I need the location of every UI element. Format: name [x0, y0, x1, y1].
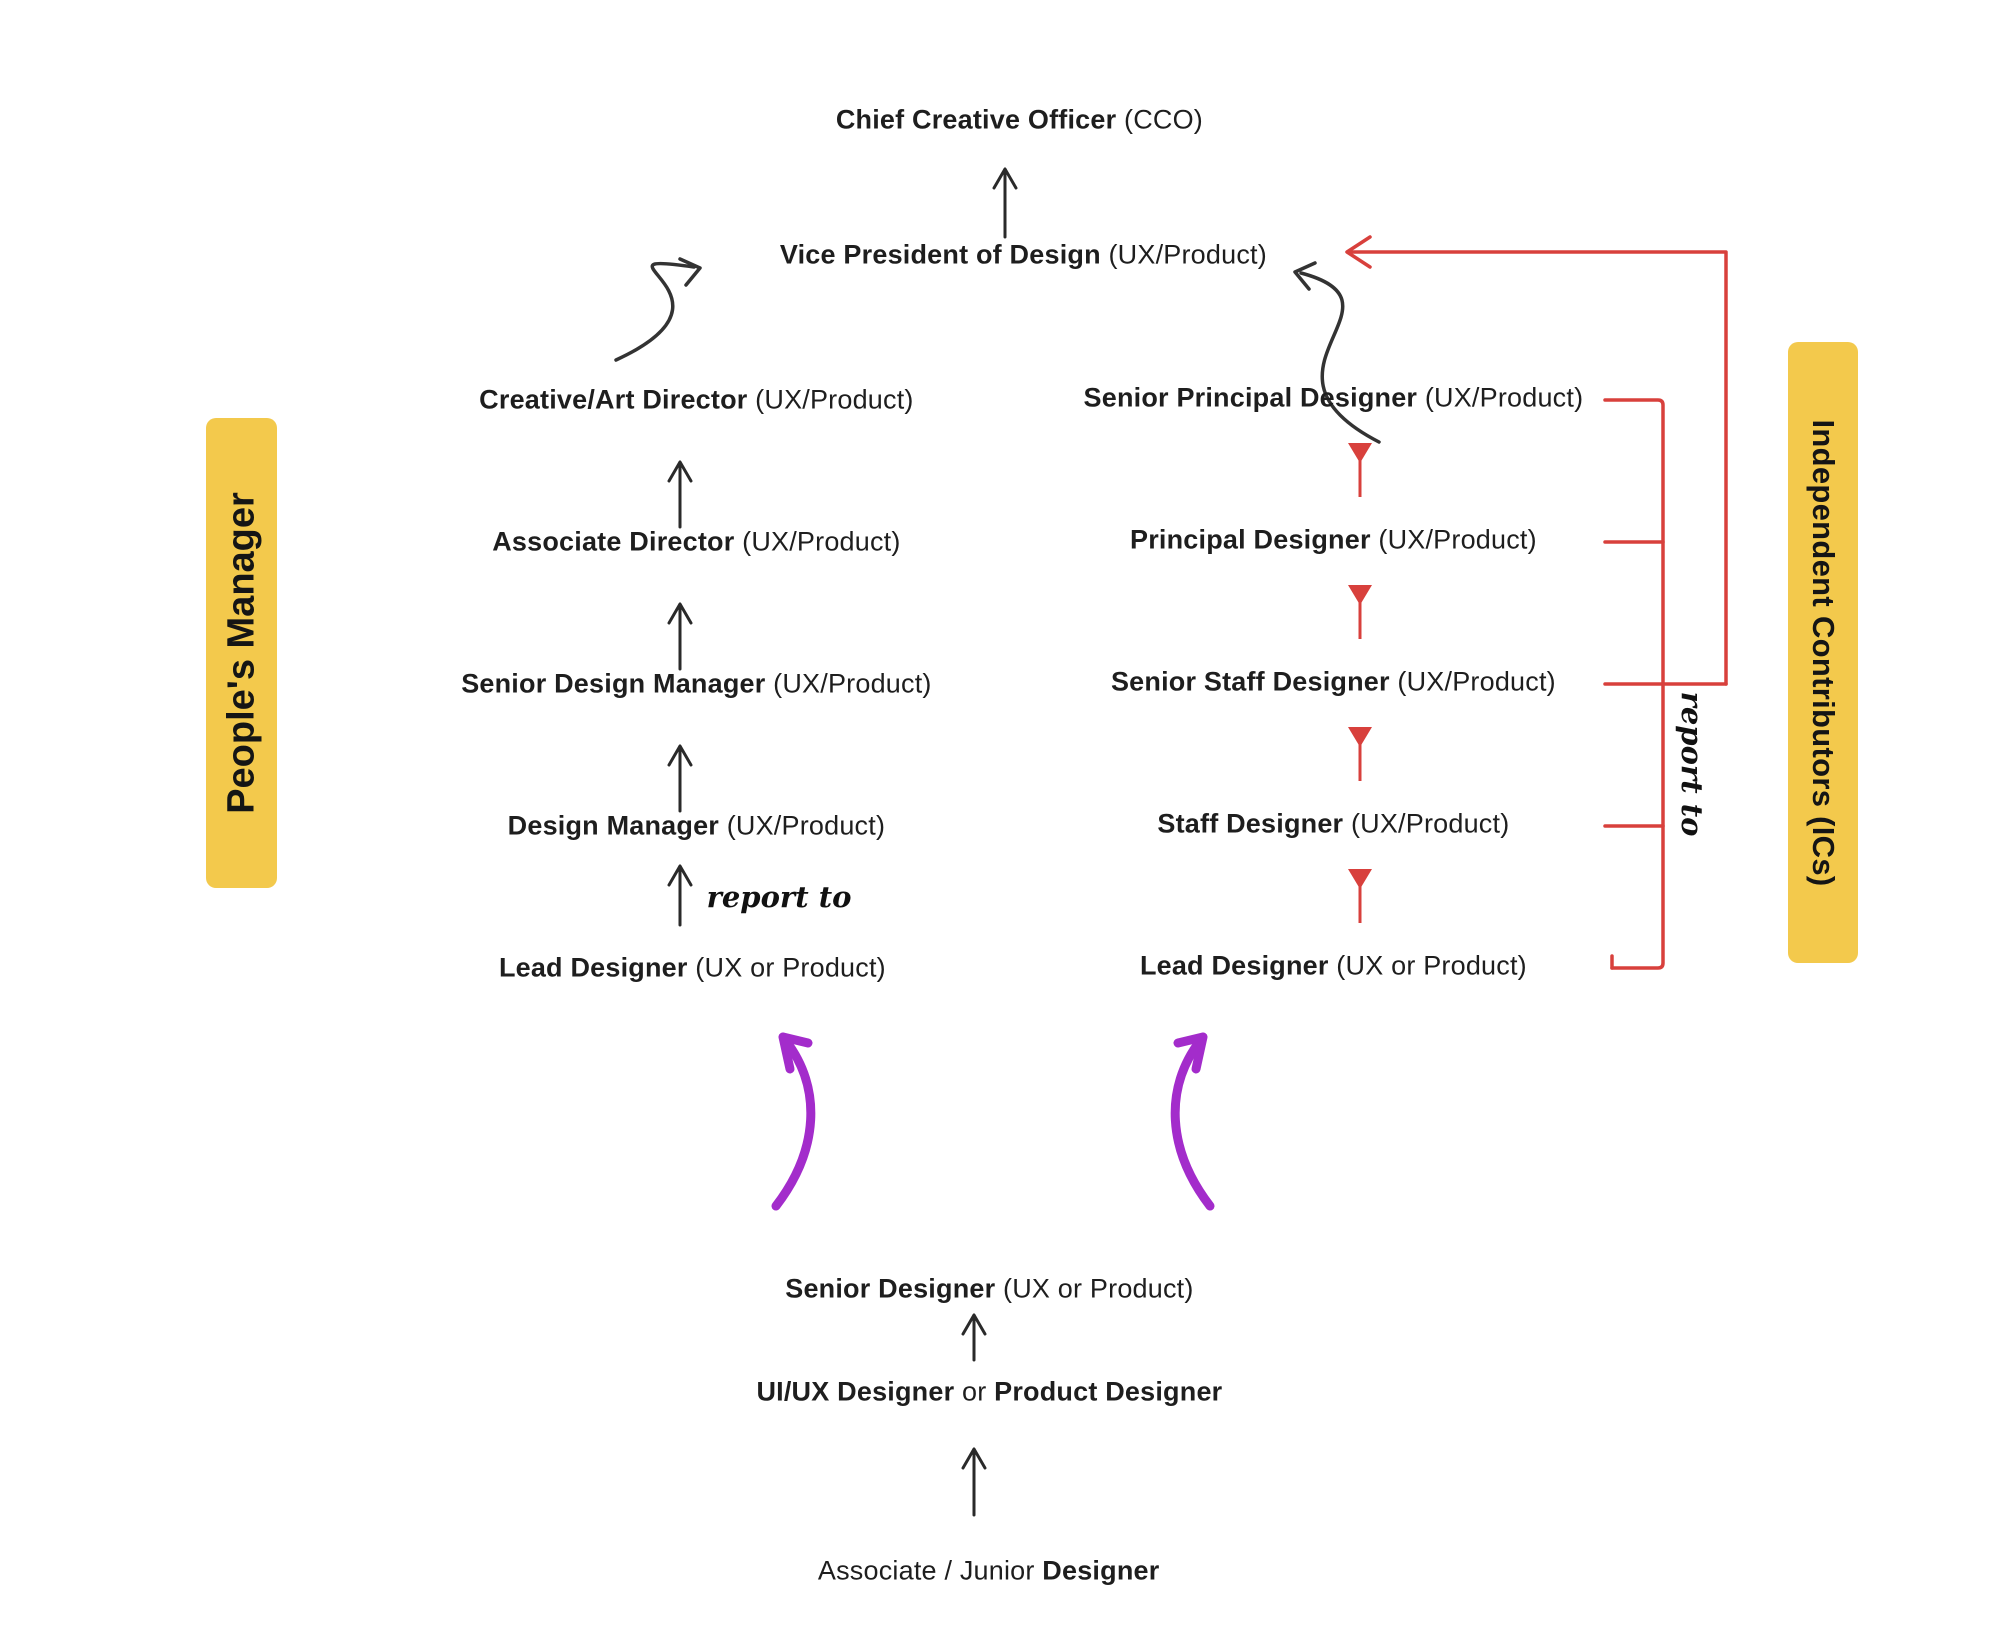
node-senior-designer-suffix: (UX or Product): [995, 1273, 1194, 1304]
node-lead-designer-left-title: Lead Designer: [498, 952, 688, 983]
node-lead-designer-ic-track: Lead Designer (UX or Product): [1109, 917, 1527, 1014]
node-uiux-or: or: [954, 1376, 995, 1407]
node-senior-design-manager-suffix: (UX/Product): [765, 668, 932, 699]
node-staff-suffix: (UX/Product): [1343, 808, 1510, 839]
report-to-note-right: report to: [1675, 691, 1709, 837]
ic-step-arrow-4: [1348, 869, 1372, 923]
node-creative-art-director-title: Creative/Art Director: [479, 384, 748, 415]
node-uiux-title: UI/UX Designer: [756, 1376, 955, 1407]
node-lead-designer-manager-track: Lead Designer (UX or Product): [468, 919, 886, 1016]
independent-contributors-label: Independent Contributors (ICs): [1806, 418, 1841, 887]
node-lead-designer-right-suffix: (UX or Product): [1328, 950, 1527, 981]
node-cco-suffix: (CCO): [1116, 104, 1203, 135]
node-lead-designer-left-suffix: (UX or Product): [687, 952, 886, 983]
report-to-vp-elbow: [1345, 235, 1728, 686]
node-lead-designer-right-title: Lead Designer: [1139, 950, 1329, 981]
node-principal-suffix: (UX/Product): [1370, 524, 1537, 555]
node-senior-design-manager-title: Senior Design Manager: [461, 668, 766, 699]
manager-track-arrows: [667, 460, 693, 927]
arrow-dm-to-sdm: [667, 744, 693, 813]
ic-step-arrows: [1348, 443, 1372, 923]
node-uiux-or-product-designer: UI/UX Designer or Product Designer: [726, 1343, 1223, 1440]
entry-path-arrows: [961, 1313, 987, 1517]
node-principal-designer: Principal Designer (UX/Product): [1099, 491, 1537, 588]
node-senior-staff-suffix: (UX/Product): [1389, 666, 1556, 697]
ic-step-arrow-1: [1348, 443, 1372, 497]
node-creative-art-director: Creative/Art Director (UX/Product): [448, 351, 913, 448]
node-staff-title: Staff Designer: [1157, 808, 1344, 839]
node-chief-creative-officer: Chief Creative Officer (CCO): [805, 71, 1203, 168]
arrow-uiux-to-senior: [961, 1313, 987, 1362]
arrow-lead-to-dm: [667, 864, 693, 927]
promotion-arrow-right: [1170, 1032, 1215, 1211]
independent-contributors-badge: Independent Contributors (ICs): [1788, 342, 1858, 963]
promotion-arrow-left: [771, 1032, 816, 1211]
node-senior-principal-designer: Senior Principal Designer (UX/Product): [1053, 349, 1584, 446]
node-staff-designer: Staff Designer (UX/Product): [1127, 775, 1510, 872]
node-product-designer-title: Product Designer: [994, 1376, 1223, 1407]
node-senior-staff-title: Senior Staff Designer: [1110, 666, 1390, 697]
peoples-manager-badge: People's Manager: [206, 418, 277, 888]
loop-arrow-right: [1293, 261, 1381, 444]
node-senior-designer-title: Senior Designer: [785, 1273, 996, 1304]
node-senior-design-manager: Senior Design Manager (UX/Product): [430, 635, 931, 732]
node-principal-title: Principal Designer: [1129, 524, 1371, 555]
ic-step-arrow-3: [1348, 727, 1372, 781]
node-vp-suffix: (UX/Product): [1100, 239, 1267, 270]
node-creative-art-director-suffix: (UX/Product): [747, 384, 914, 415]
node-senior-principal-title: Senior Principal Designer: [1083, 382, 1418, 413]
node-vp-title: Vice President of Design: [779, 239, 1101, 270]
node-senior-staff-designer: Senior Staff Designer (UX/Product): [1080, 633, 1556, 730]
node-senior-principal-suffix: (UX/Product): [1417, 382, 1584, 413]
node-cco-title: Chief Creative Officer: [835, 104, 1117, 135]
arrow-associate-to-creative: [667, 460, 693, 529]
arrow-junior-to-uiux: [961, 1447, 987, 1517]
node-design-manager: Design Manager (UX/Product): [477, 777, 885, 874]
node-vp-of-design: Vice President of Design (UX/Product): [749, 206, 1267, 303]
node-senior-designer: Senior Designer (UX or Product): [754, 1240, 1193, 1337]
ic-step-arrow-2: [1348, 585, 1372, 639]
node-junior-prefix: Associate / Junior: [817, 1555, 1043, 1586]
ic-bracket: [1603, 398, 1728, 970]
loop-arrow-left: [614, 257, 702, 362]
node-associate-director-title: Associate Director: [492, 526, 735, 557]
arrow-vp-to-cco: [992, 167, 1018, 239]
arrow-sdm-to-associate: [667, 602, 693, 671]
peoples-manager-label: People's Manager: [220, 492, 262, 814]
red-arrowhead-left: [1345, 235, 1372, 269]
node-associate-director: Associate Director (UX/Product): [461, 493, 900, 590]
node-design-manager-suffix: (UX/Product): [719, 810, 886, 841]
node-associate-director-suffix: (UX/Product): [734, 526, 901, 557]
node-design-manager-title: Design Manager: [507, 810, 720, 841]
node-junior-title: Designer: [1042, 1555, 1160, 1586]
node-associate-junior-designer: Associate / Junior Designer: [789, 1522, 1160, 1619]
report-to-note-left: report to: [706, 880, 852, 914]
